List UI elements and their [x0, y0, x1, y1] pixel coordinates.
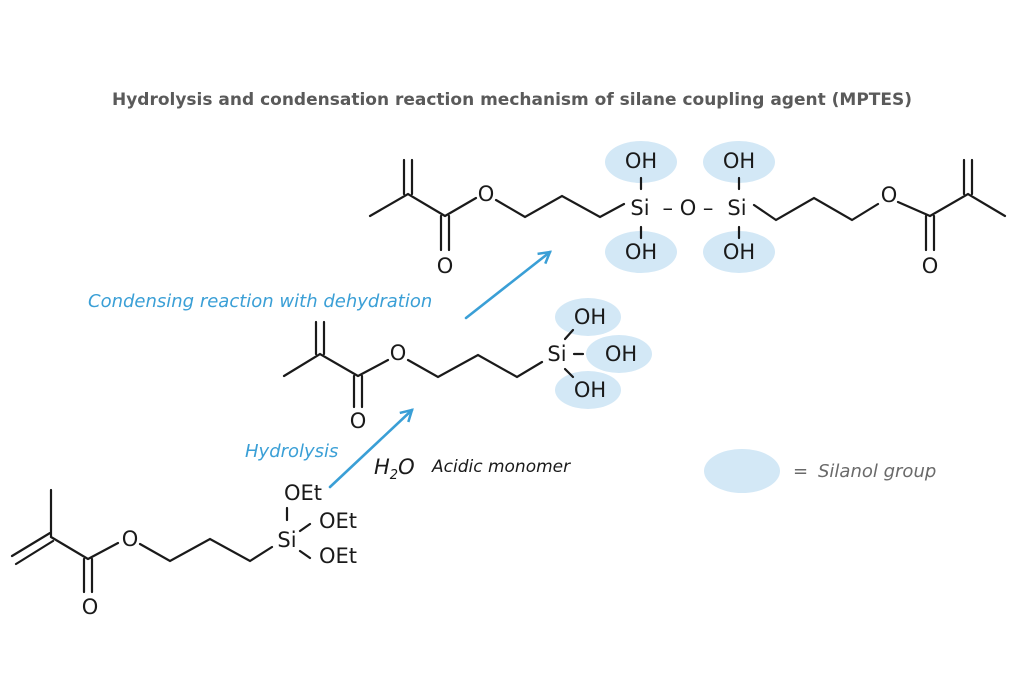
hydroxyl-group: OH: [625, 240, 657, 264]
acidic-monomer-label: Acidic monomer: [431, 457, 571, 477]
silicon-atom: Si: [277, 528, 296, 552]
condensed-dimer-molecule: O O Si – O – Si OH OH OH OH O O: [368, 149, 1007, 278]
carbonyl-oxygen: O: [350, 409, 367, 433]
water-h: H: [374, 455, 390, 479]
mptes-molecule: O O Si OEt OEt OEt: [10, 481, 357, 619]
hydroxyl-group: OH: [574, 305, 606, 329]
silicon-atom: Si: [630, 196, 649, 220]
water-o: O: [398, 455, 415, 479]
legend: = Silanol group: [704, 449, 936, 493]
condensing-reaction-label: Condensing reaction with dehydration: [88, 291, 432, 312]
ethoxy-group: OEt: [319, 544, 357, 568]
water-subscript: 2: [390, 468, 398, 483]
ester-oxygen: O: [390, 341, 407, 365]
condensation-arrow: [464, 250, 552, 320]
ester-oxygen: O: [122, 527, 139, 551]
hydroxyl-group: OH: [723, 149, 755, 173]
legend-label: Silanol group: [818, 461, 936, 482]
ester-oxygen: O: [478, 182, 495, 206]
legend-equals: =: [793, 461, 808, 482]
silanol-blob: [605, 231, 677, 273]
siloxane-oxygen: – O –: [663, 196, 714, 220]
diagram-title: Hydrolysis and condensation reaction mec…: [112, 90, 912, 110]
hydroxyl-group: OH: [723, 240, 755, 264]
silanol-blob: [586, 335, 652, 373]
silanol-molecule: O O Si OH OH OH: [282, 305, 637, 433]
hydrolysis-arrow: [328, 408, 414, 489]
silanol-blob: [555, 298, 621, 336]
water-formula: H2O: [374, 455, 415, 483]
ester-oxygen: O: [881, 183, 898, 207]
carbonyl-oxygen: O: [922, 254, 939, 278]
ethoxy-group: OEt: [319, 509, 357, 533]
hydrolysis-label: Hydrolysis: [245, 441, 338, 462]
silicon-atom: Si: [727, 196, 746, 220]
hydroxyl-group: OH: [625, 149, 657, 173]
silanol-highlights: [555, 141, 775, 409]
silanol-blob: [605, 141, 677, 183]
silanol-blob: [703, 231, 775, 273]
ethoxy-group: OEt: [284, 481, 322, 505]
silanol-blob: [555, 371, 621, 409]
hydroxyl-group: OH: [574, 378, 606, 402]
legend-silanol-swatch: [704, 449, 780, 493]
hydroxyl-group: OH: [605, 342, 637, 366]
silanol-blob: [703, 141, 775, 183]
carbonyl-oxygen: O: [82, 595, 99, 619]
silicon-atom: Si: [547, 342, 566, 366]
carbonyl-oxygen: O: [437, 254, 454, 278]
